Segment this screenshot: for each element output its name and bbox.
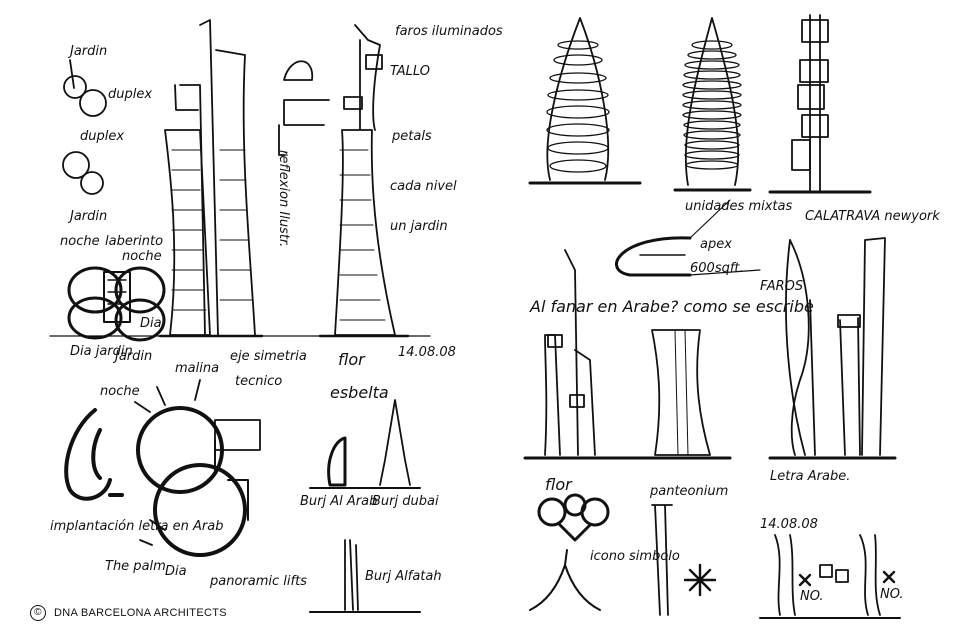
right-page <box>523 14 901 619</box>
label-date-left: 14.08.08 <box>398 345 456 360</box>
credit-text: DNA BARCELONA ARCHITECTS <box>54 607 227 619</box>
label-cada-nivel: cada nivel <box>390 179 457 194</box>
label-burj-al-arab: Burj Al Arab <box>300 494 377 509</box>
label-jardin-mid: Jardin <box>67 209 107 224</box>
label-burj-dubai: Burj dubai <box>372 494 439 509</box>
label-jardin-top: Jardin <box>67 44 107 59</box>
label-flor-left: flor <box>338 350 366 369</box>
label-tecnico: tecnico <box>235 374 282 389</box>
label-un-jardin: un jardin <box>390 219 448 234</box>
label-unidades: unidades mixtas <box>685 199 792 214</box>
label-jardin-low: Jardin <box>112 349 152 364</box>
label-duplex-1: duplex <box>108 87 152 102</box>
palm-letter-sketch <box>64 408 124 501</box>
label-labyrinth: laberinto <box>105 234 163 249</box>
label-malina: malina <box>175 361 219 376</box>
label-the-palm: The palm <box>105 559 166 574</box>
label-flor-right: flor <box>545 475 573 494</box>
label-eje-simetria: eje simetria <box>230 349 307 364</box>
left-page <box>49 19 431 613</box>
right-page-labels: unidades mixtas CALATRAVA newyork apex 6… <box>529 199 940 604</box>
label-question: Al fanar en Arabe? como se escribe <box>529 297 814 316</box>
tower-sketch-left <box>158 19 264 338</box>
label-panteonium: panteonium <box>649 484 728 499</box>
label-tallo: TALLO <box>390 64 430 79</box>
label-burj-alfatah: Burj Alfatah <box>365 569 442 584</box>
arch-sketch <box>529 549 601 611</box>
copyright-credit: © DNA BARCELONA ARCHITECTS <box>30 605 227 621</box>
circular-plan-sketch <box>134 379 261 557</box>
label-esbelta: esbelta <box>330 383 389 402</box>
section-sketch-small <box>278 60 330 156</box>
label-no-1: NO. <box>800 589 824 604</box>
label-dia-bottom: Dia <box>165 564 187 579</box>
label-noche-bottom: noche <box>100 384 140 399</box>
label-noche-flower: noche <box>60 234 100 249</box>
label-no-2: NO. <box>880 587 904 602</box>
label-duplex-2: duplex <box>80 129 124 144</box>
calatrava-tower-sketch <box>768 14 872 194</box>
label-apex: apex <box>700 237 732 252</box>
letter-alternatives-sketch <box>759 534 901 619</box>
apex-detail-sketch <box>615 199 761 277</box>
label-calatrava: CALATRAVA newyork <box>805 209 940 224</box>
icon-symbol-sketch <box>683 563 717 597</box>
copyright-icon: © <box>30 605 46 621</box>
label-dia-flower: Dia <box>140 316 162 331</box>
panteonium-sketch <box>651 504 673 616</box>
burj-comparison-sketch <box>309 399 421 613</box>
ringed-tower-sketch-2 <box>673 17 752 192</box>
label-reflexion: reflexion Ilustr. <box>276 150 291 247</box>
label-petals: petals <box>391 129 432 144</box>
label-implantacion: implantación letra en Arab <box>50 519 223 534</box>
label-icono: icono simbolo <box>590 549 680 564</box>
tower-sketch-lower-1 <box>544 249 596 456</box>
label-letra-arabe: Letra Arabe. <box>770 469 850 484</box>
duplex-bubbles <box>62 59 107 195</box>
ringed-tower-sketch-1 <box>528 17 642 185</box>
letter-tower-sketch <box>768 237 897 460</box>
label-area: 600sqft. <box>690 261 744 276</box>
label-dia-jardin: Dia jardin <box>70 344 133 359</box>
left-page-labels: Jardin duplex duplex Jardin noche laberi… <box>50 24 503 589</box>
label-faros: faros iluminados <box>395 24 503 39</box>
label-faros-right: FAROS <box>760 279 803 294</box>
flower-plan-sketch-right <box>537 493 610 542</box>
flower-plan-sketch <box>67 266 166 342</box>
label-noche-top: noche <box>122 249 162 264</box>
label-date-right: 14.08.08 <box>760 517 818 532</box>
tower-sketch-lower-2 <box>651 329 711 456</box>
label-panoramic: panoramic lifts <box>209 574 307 589</box>
